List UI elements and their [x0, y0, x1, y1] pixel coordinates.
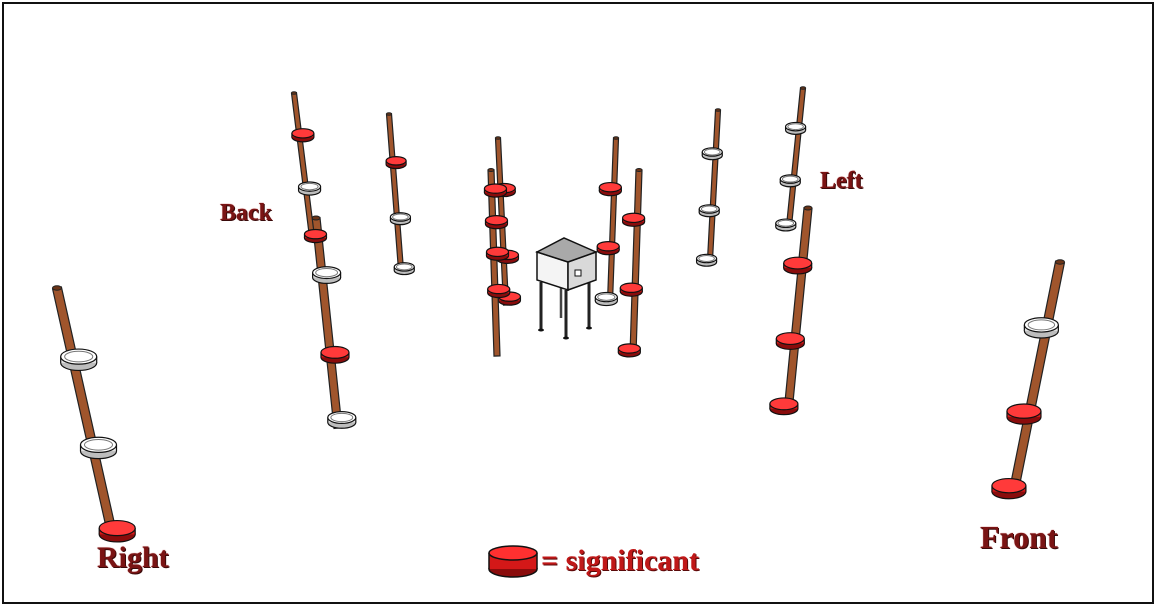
- pole-shaft: [292, 93, 315, 238]
- pole-back-mid: [386, 113, 414, 275]
- trap-significant: [776, 333, 804, 350]
- back-label: Back: [220, 200, 272, 227]
- pole-center-front-right: [618, 169, 644, 357]
- pole-left-far: [776, 87, 806, 231]
- trap-significant: [484, 184, 506, 197]
- pole-shaft: [784, 208, 812, 413]
- trap-other: [299, 182, 321, 195]
- right-label: Right: [97, 541, 169, 575]
- trap-other: [699, 205, 719, 217]
- trap-significant: [486, 247, 508, 260]
- red-trap-icon: [487, 543, 539, 579]
- pole-front: [992, 260, 1065, 499]
- trap-other: [313, 267, 341, 284]
- pole-right-near: [53, 286, 136, 542]
- trap-significant: [618, 344, 640, 357]
- trap-significant: [386, 157, 406, 169]
- pole-shaft: [53, 287, 117, 534]
- left-label: Left: [820, 168, 863, 195]
- trap-significant: [599, 183, 621, 196]
- pole-shaft: [1009, 261, 1065, 496]
- trap-other: [776, 219, 796, 231]
- trap-other: [61, 349, 97, 370]
- hive-stand-icon: [537, 238, 596, 340]
- trap-other: [1024, 318, 1058, 338]
- pole-shaft: [387, 114, 404, 270]
- pole-shaft: [312, 218, 342, 429]
- pole-left-mid: [697, 109, 723, 266]
- pole-right-far: [312, 216, 356, 428]
- pole-shaft: [608, 138, 619, 302]
- trap-significant: [304, 230, 326, 243]
- trap-significant: [597, 242, 619, 255]
- trap-significant: [488, 284, 510, 297]
- trap-other: [786, 122, 806, 134]
- trap-significant: [620, 283, 642, 296]
- pole-left-near: [770, 206, 812, 415]
- pole-center-back-right: [595, 137, 621, 306]
- pole-back-far: [292, 92, 327, 243]
- trap-significant: [623, 213, 645, 226]
- trap-significant: [784, 257, 812, 274]
- pole-shaft: [787, 88, 806, 227]
- front-label: Front: [980, 519, 1058, 556]
- trap-other: [390, 213, 410, 225]
- trap-other: [780, 175, 800, 187]
- trap-significant: [485, 216, 507, 229]
- legend-text: = significant: [541, 544, 699, 578]
- trap-significant: [770, 398, 798, 415]
- trap-other: [328, 412, 356, 429]
- trap-other: [595, 292, 617, 305]
- legend: = significant: [487, 543, 699, 579]
- trap-other: [81, 437, 117, 458]
- pole-shaft: [708, 110, 721, 260]
- trap-significant: [321, 347, 349, 364]
- trap-other: [697, 254, 717, 266]
- trap-significant: [1007, 404, 1041, 424]
- trap-significant: [992, 479, 1026, 499]
- trap-significant: [292, 129, 314, 142]
- trap-significant: [99, 521, 135, 542]
- trap-other: [394, 263, 414, 275]
- pole-shaft: [630, 170, 642, 354]
- trap-other: [702, 148, 722, 160]
